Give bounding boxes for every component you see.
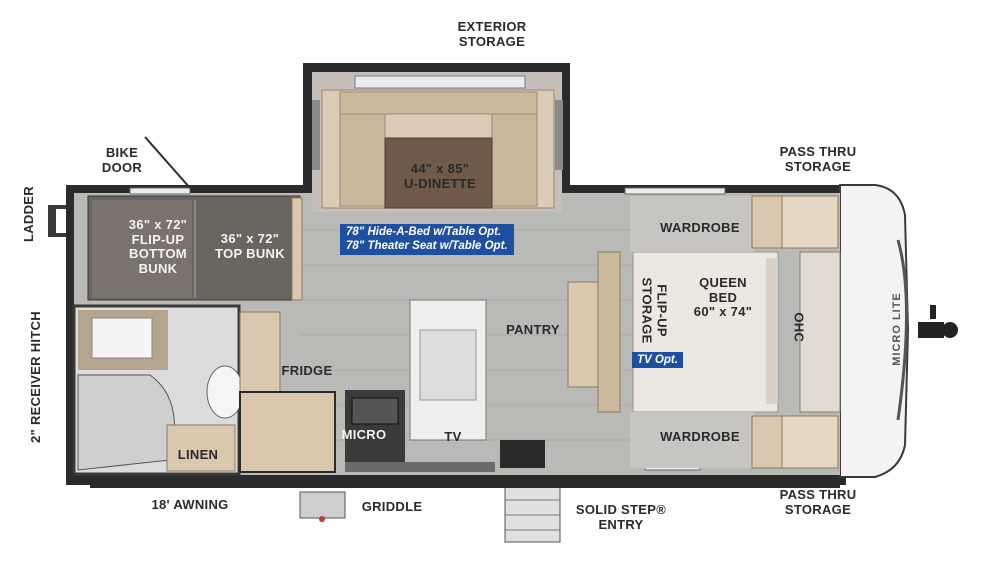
entry-label: SOLID STEP® ENTRY bbox=[566, 502, 676, 532]
micro-label: MICRO bbox=[341, 427, 387, 442]
sofa-options-box: 78" Hide-A-Bed w/Table Opt. 78" Theater … bbox=[340, 224, 514, 256]
pass-thru-bottom-line-1: PASS THRU bbox=[779, 487, 857, 502]
bottom-bunk-size: 36" x 72" bbox=[128, 217, 188, 232]
bike-door-mark bbox=[144, 136, 191, 189]
u-dinette-size: 44" x 85" bbox=[410, 161, 470, 176]
entry-step bbox=[504, 486, 561, 543]
queen-bed-size: 60" x 74" bbox=[693, 304, 753, 320]
griddle-label: GRIDDLE bbox=[361, 499, 423, 514]
fridge-label: FRIDGE bbox=[281, 363, 333, 378]
top-bunk-name: TOP BUNK bbox=[215, 245, 285, 261]
flip-up-storage-line-2: STORAGE bbox=[640, 277, 655, 344]
pass-thru-top-line-1: PASS THRU bbox=[779, 144, 857, 159]
awning-label: 18' AWNING bbox=[151, 497, 229, 512]
bike-door-label: BIKE DOOR bbox=[92, 145, 152, 175]
flip-up-storage-label: FLIP-UP STORAGE bbox=[639, 261, 670, 361]
top-bunk-size: 36" x 72" bbox=[220, 231, 280, 246]
pass-thru-top-line-2: STORAGE bbox=[784, 158, 852, 174]
pantry-label: PANTRY bbox=[506, 322, 560, 337]
queen-bed-line-1: QUEEN bbox=[699, 275, 747, 290]
tv-label: TV bbox=[444, 429, 462, 444]
entry-line-1: SOLID STEP® bbox=[575, 502, 667, 517]
bathroom bbox=[72, 304, 244, 476]
u-dinette bbox=[321, 89, 555, 209]
u-dinette-name: U-DINETTE bbox=[403, 175, 477, 191]
bottom-bunk-line-2: FLIP-UP bbox=[131, 231, 185, 247]
queen-bed-label: QUEEN BED 60" x 74" bbox=[678, 275, 768, 320]
u-dinette-label: 44" x 85" U-DINETTE bbox=[394, 161, 486, 191]
kitchen bbox=[239, 299, 545, 473]
bike-door-line-1: BIKE bbox=[105, 145, 139, 160]
pass-thru-storage-top-label: PASS THRU STORAGE bbox=[770, 144, 866, 174]
bunk-area bbox=[87, 195, 303, 301]
tv-option-box: TV Opt. bbox=[632, 352, 683, 368]
queen-bed-line-2: BED bbox=[708, 289, 738, 305]
pass-thru-storage-bottom-label: PASS THRU STORAGE bbox=[770, 487, 866, 517]
bottom-bunk-line-3: BOTTOM bbox=[129, 246, 187, 262]
hide-a-bed-option: 78" Hide-A-Bed w/Table Opt. bbox=[346, 226, 502, 238]
bedroom bbox=[630, 195, 841, 469]
flip-up-storage-line-1: FLIP-UP bbox=[654, 284, 670, 337]
exterior-storage-line-1: EXTERIOR bbox=[457, 19, 527, 34]
pass-thru-bottom-line-2: STORAGE bbox=[784, 501, 852, 517]
exterior-storage-label: EXTERIOR STORAGE bbox=[452, 19, 532, 49]
receiver-hitch-label: 2" RECEIVER HITCH bbox=[28, 311, 43, 443]
linen-label: LINEN bbox=[177, 447, 219, 462]
ladder-label: LADDER bbox=[21, 186, 36, 242]
bike-door-line-2: DOOR bbox=[101, 159, 143, 175]
griddle bbox=[299, 491, 346, 522]
ohc-label: OHC bbox=[791, 312, 807, 343]
wardrobe-top-label: WARDROBE bbox=[660, 220, 740, 235]
wardrobe-bottom-label: WARDROBE bbox=[660, 429, 740, 444]
sofa bbox=[567, 251, 621, 413]
entry-line-2: ENTRY bbox=[598, 516, 644, 532]
bottom-bunk-label: 36" x 72" FLIP-UP BOTTOM BUNK bbox=[118, 217, 198, 276]
exterior-storage-line-2: STORAGE bbox=[458, 33, 526, 49]
theater-seat-option: 78" Theater Seat w/Table Opt. bbox=[346, 239, 508, 252]
bottom-bunk-line-4: BUNK bbox=[138, 260, 178, 276]
top-bunk-label: 36" x 72" TOP BUNK bbox=[208, 231, 292, 261]
ladder bbox=[48, 205, 66, 237]
brand-mark: MICRO LITE bbox=[891, 292, 903, 366]
